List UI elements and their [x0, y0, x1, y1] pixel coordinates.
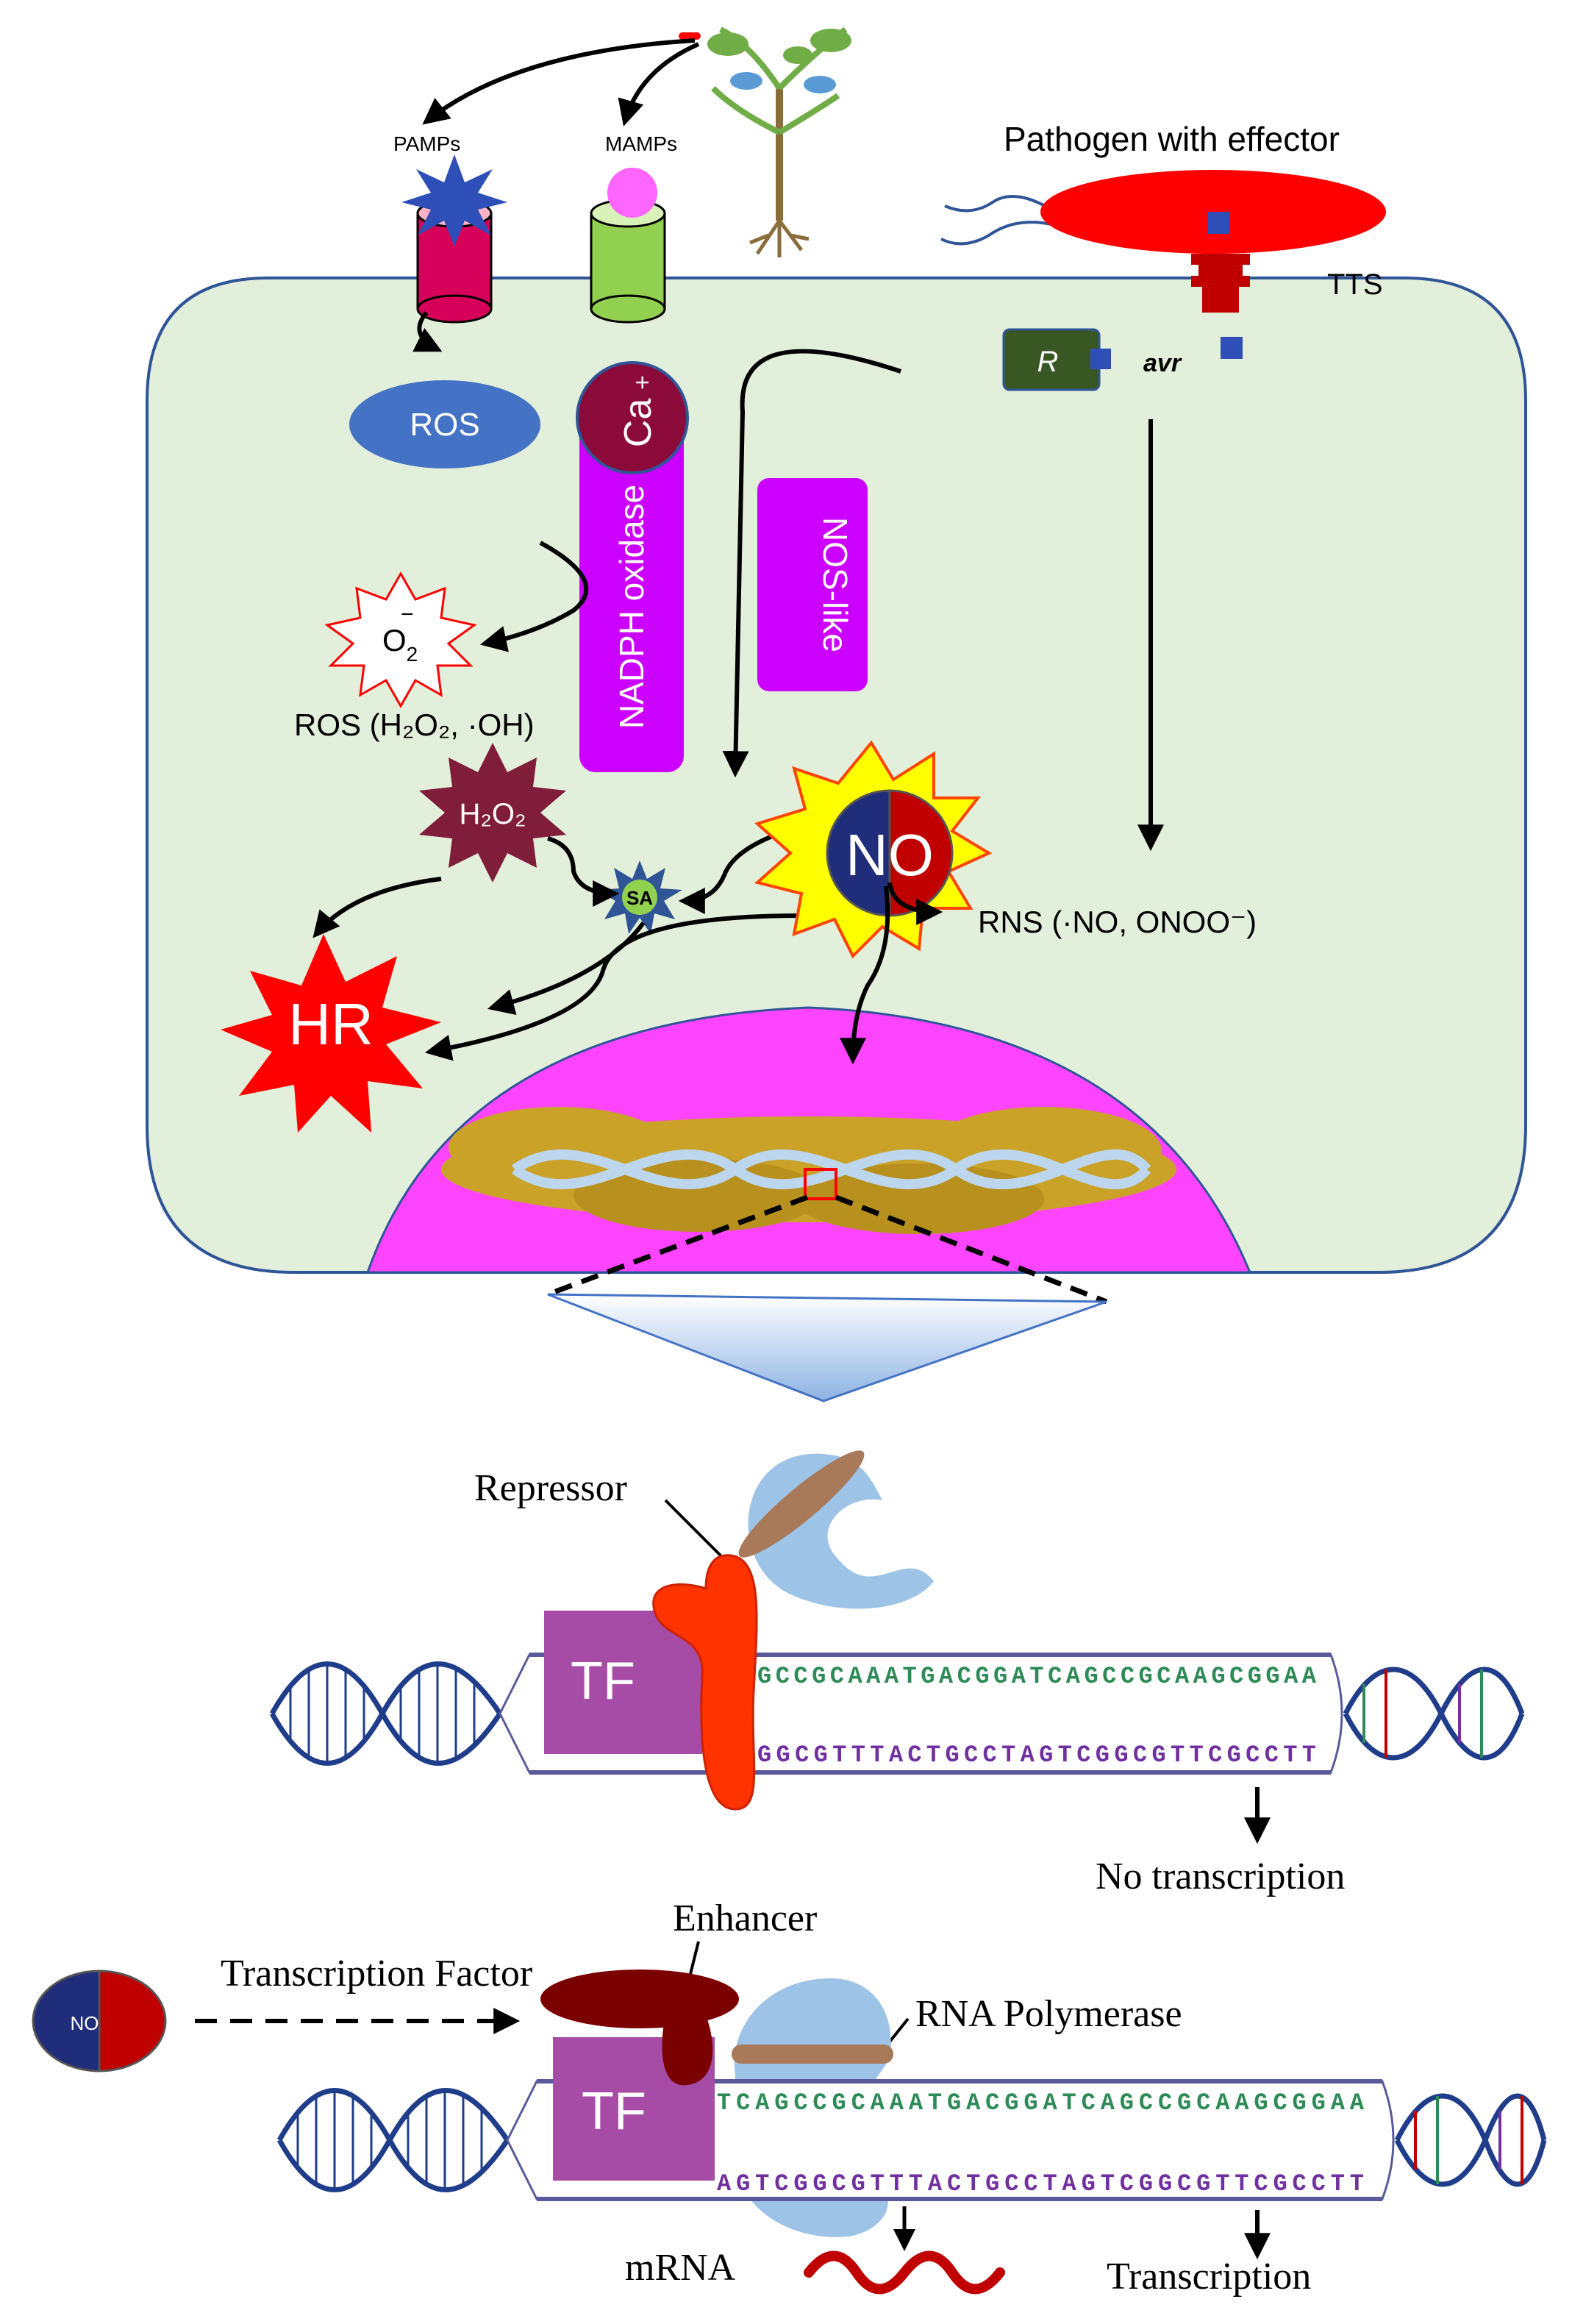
tf-label-top: TF — [571, 1652, 635, 1711]
superoxide-label: O2 — [382, 623, 418, 666]
superoxide-burst — [324, 571, 477, 709]
transcription-factor-label: Transcription Factor — [221, 1953, 532, 1995]
zoom-funnel — [547, 1293, 1107, 1402]
hr-burst — [221, 934, 441, 1133]
enhancer-label: Enhancer — [673, 1897, 817, 1939]
no-transcription-label: No transcription — [1096, 1856, 1345, 1897]
calcium-charge: + — [629, 375, 657, 390]
zoom-box — [804, 1168, 837, 1200]
dna-helix-top-right — [1343, 1667, 1525, 1761]
h2o2-burst — [419, 743, 566, 883]
mamp-ball-icon — [607, 168, 657, 218]
no-small-label: NO — [71, 2012, 99, 2034]
mrna-label: mRNA — [625, 2247, 736, 2289]
ros-species-label: ROS (H₂O₂, ·OH) — [294, 707, 535, 742]
dna-rungs-top-left — [289, 1666, 476, 1761]
chromatin-dna-helix — [511, 1149, 1151, 1190]
dna-helix-bottom-right — [1394, 2093, 1547, 2187]
mamp-receptor — [590, 199, 666, 324]
pathogen-label: Pathogen with effector — [1004, 120, 1340, 158]
polymerase-band-bottom — [732, 2045, 893, 2064]
arrow-no-to-hr-1 — [424, 913, 802, 1061]
nos-like-label: NOS-like — [816, 517, 854, 652]
arrow-to-mamps — [618, 42, 700, 126]
repressor-label: Repressor — [474, 1467, 627, 1509]
r-protein-label: R — [1037, 346, 1059, 378]
nadph-oxidase-box — [579, 412, 684, 772]
mamps-label: MAMPs — [605, 132, 677, 155]
arrow-h2o2-to-sa — [547, 836, 620, 907]
enhancer-cap — [540, 1970, 739, 2028]
calcium-label: Ca — [617, 399, 660, 448]
seedling-icon — [679, 26, 851, 257]
no-molecule-blue — [826, 789, 891, 917]
transcription-label: Transcription — [1107, 2256, 1311, 2298]
ros-label: ROS — [410, 407, 479, 443]
sequence-top-upper: GCCGCAAATGACGGATCAGCCGCAAGCGGAA — [757, 1663, 1317, 1690]
arrow-pamp-to-ros — [412, 311, 443, 352]
tf-label-bottom: TF — [582, 2082, 646, 2141]
avr-label: avr — [1143, 349, 1182, 377]
repressor-shape — [652, 1554, 758, 1811]
dna-helix-bottom-left — [276, 2088, 510, 2192]
zoom-line-left — [546, 1194, 809, 1297]
arrow-sa-to-hr — [487, 922, 646, 1015]
dna-rungs-bottom-right — [1414, 2096, 1523, 2184]
tts-secretion-system — [1191, 254, 1250, 313]
mrna-wave — [804, 2250, 1005, 2295]
effector-in-cell — [1221, 337, 1243, 359]
sa-label: SA — [626, 887, 653, 909]
no-small-blue — [32, 1970, 101, 2072]
no-small-red — [98, 1970, 167, 2072]
pamps-label: PAMPs — [393, 132, 460, 155]
avr-effector-bound — [1090, 349, 1111, 369]
arrow-to-pamps — [422, 38, 696, 125]
no-label: NO — [846, 822, 934, 888]
pathogen-flagella — [940, 195, 1053, 246]
arrow-no-to-rns — [887, 882, 943, 925]
pamp-star-icon — [401, 154, 507, 246]
effector-in-pathogen — [1207, 212, 1229, 234]
dna-helix-top-left — [269, 1661, 502, 1766]
rns-label: RNS (·NO, ONOO⁻) — [978, 905, 1257, 939]
rna-polymerase-label: RNA Polymerase — [915, 1993, 1182, 2035]
superoxide-charge: − — [401, 602, 414, 627]
calcium-channel — [576, 361, 689, 474]
tts-label: TTS — [1327, 268, 1383, 301]
nadph-oxidase-label: NADPH oxidase — [612, 485, 651, 729]
arrow-no-to-sa — [678, 825, 798, 914]
arrow-no-to-nucleus — [840, 885, 890, 1065]
polymerase-band-top — [738, 1450, 865, 1558]
hr-label: HR — [288, 991, 374, 1057]
repressor-pointer — [664, 1499, 722, 1557]
sa-core — [622, 880, 657, 915]
dna-open-strand-bottom — [506, 2080, 1395, 2200]
arrow-h2o2-to-hr — [312, 877, 442, 938]
dna-rungs-bottom-left — [296, 2092, 483, 2188]
arrow-to-superoxide — [479, 541, 589, 652]
enhancer-stem — [662, 2015, 713, 2086]
ros-ellipse — [349, 380, 540, 468]
nos-like-box — [757, 478, 868, 691]
plant-cell — [146, 277, 1527, 1274]
h2o2-label: H₂O₂ — [459, 798, 526, 830]
zoom-line-right — [835, 1194, 1108, 1305]
dna-rungs-top-right — [1362, 1669, 1483, 1758]
arrow-to-no — [722, 349, 901, 778]
